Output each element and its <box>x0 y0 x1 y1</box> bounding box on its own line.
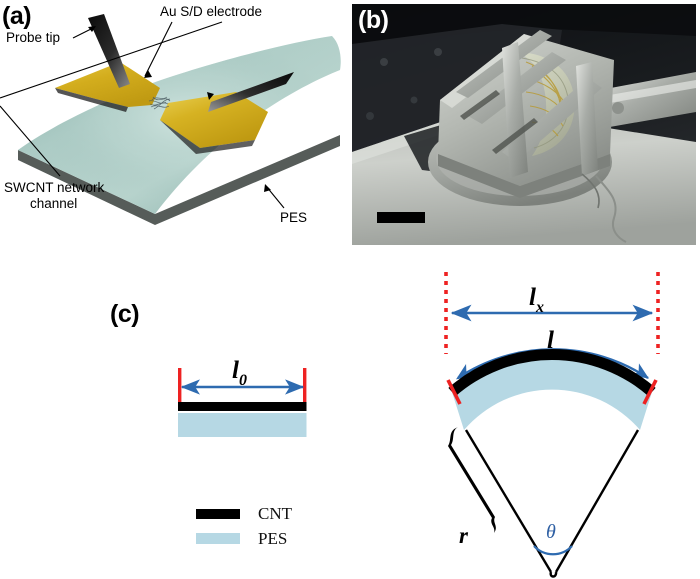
label-l0: l0 <box>232 357 247 389</box>
radius-line-right <box>554 429 640 573</box>
label-lx: lx <box>529 284 544 316</box>
bent-pes-band <box>452 354 652 430</box>
flat-strip-diagram: l0 <box>178 357 307 437</box>
flat-pes-layer <box>178 413 307 437</box>
leader-pes-head <box>264 184 271 192</box>
connection-wire <box>595 175 627 243</box>
bent-tick-right <box>642 379 658 405</box>
substrate-edge <box>18 135 340 225</box>
panel-a-label: (a) <box>2 2 32 30</box>
probe-tip-left <box>88 14 130 88</box>
wedge-apex <box>549 571 558 578</box>
annotation-channel-line2: channel <box>30 196 77 211</box>
panel-c-bending-geometry: l0 CNT PES lx <box>0 250 700 579</box>
panel-a-schematic: Probe tip Au S/D electrode SWCNT network… <box>0 0 348 248</box>
annotation-probe-tip: Probe tip <box>6 30 60 45</box>
swcnt-network-channel <box>148 96 171 110</box>
leader-electrode-left-head <box>144 70 152 78</box>
bolt-hole <box>366 112 374 120</box>
bent-cnt-arc <box>448 348 656 397</box>
panel-c-drawing: l0 CNT PES lx <box>178 272 660 578</box>
rail-bolt <box>612 102 624 114</box>
bolt-hole <box>410 96 418 104</box>
legend-swatch-cnt <box>196 509 240 519</box>
label-l: l <box>547 327 554 354</box>
annotation-electrode: Au S/D electrode <box>160 4 262 19</box>
angle-arc <box>533 545 573 556</box>
connection-wire-2 <box>581 173 600 209</box>
bolt-hole <box>380 58 388 66</box>
probe-tip-right <box>208 72 294 112</box>
bent-tick-left <box>446 379 462 405</box>
legend: CNT PES <box>196 504 293 548</box>
panel-b-label: (b) <box>358 6 389 34</box>
leader-electrode-right-head <box>207 92 214 100</box>
panel-b-drawing <box>352 4 696 245</box>
electrode-left-shadow <box>55 88 128 112</box>
rail-slot <box>492 118 538 154</box>
radius-brace <box>448 427 496 533</box>
annotation-pes: PES <box>280 210 307 225</box>
legend-label-pes: PES <box>258 529 287 548</box>
label-r: r <box>459 523 469 548</box>
legend-label-cnt: CNT <box>258 504 293 523</box>
clamp-post-right <box>576 62 598 176</box>
legend-swatch-pes <box>196 533 240 544</box>
clamp-rail-front <box>502 78 602 162</box>
rail-slot <box>460 90 500 120</box>
flat-cnt-layer <box>178 402 307 411</box>
annotation-channel-line1: SWCNT network <box>4 180 105 195</box>
flat-tick-right <box>303 368 307 402</box>
flat-tick-left <box>178 368 182 402</box>
scale-bar <box>377 212 425 223</box>
stage-base-shadow <box>438 154 610 198</box>
leader-electrode-left <box>144 21 173 77</box>
side-rail-highlight <box>604 80 696 104</box>
panel-a-drawing: Probe tip Au S/D electrode SWCNT network… <box>0 4 341 225</box>
panel-c-label: (c) <box>110 300 140 328</box>
electrode-right-shadow <box>160 120 255 154</box>
electrode-right <box>160 92 268 148</box>
leader-channel <box>0 105 61 177</box>
leader-probe-tip-head <box>88 26 96 32</box>
bent-strip-diagram: lx l r <box>444 272 660 578</box>
label-theta: θ <box>546 521 556 543</box>
electrode-left <box>55 62 160 107</box>
panel-b-photograph: (b) <box>352 4 696 245</box>
bolt-hole <box>434 48 442 56</box>
leader-electrode-right <box>0 21 223 99</box>
